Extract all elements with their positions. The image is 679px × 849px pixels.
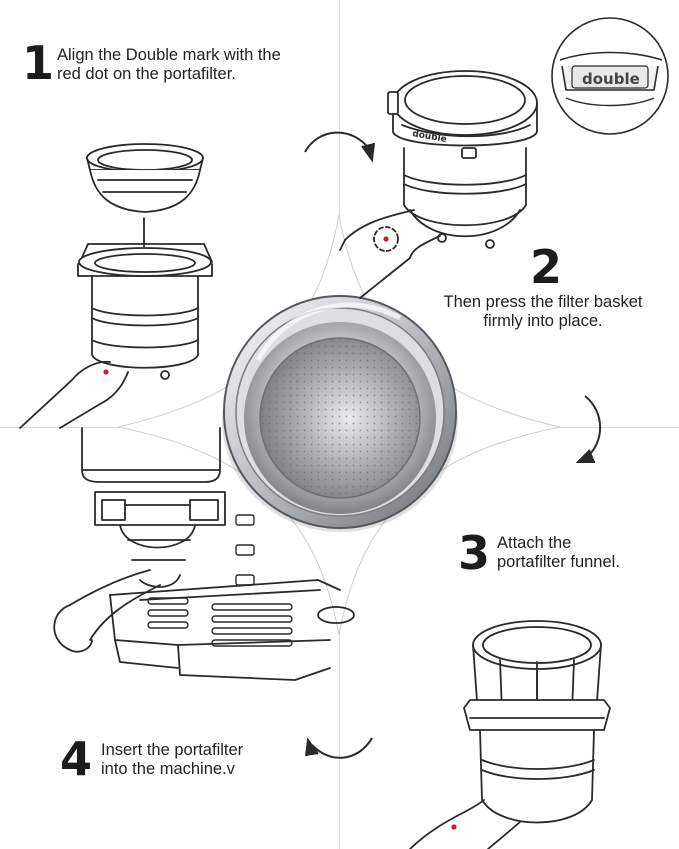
step2-illustration bbox=[339, 70, 538, 299]
step-instruction: Align the Double mark with the red dot o… bbox=[57, 46, 281, 83]
step-number: 3 bbox=[458, 526, 491, 580]
filter-basket-photo bbox=[222, 295, 458, 532]
zoom-detail-circle bbox=[551, 17, 669, 135]
step3-illustration bbox=[409, 620, 611, 849]
step-number: 1 bbox=[22, 36, 55, 90]
step4-illustration bbox=[53, 427, 355, 681]
zoom-double-mark: double bbox=[582, 70, 640, 88]
step1-illustration bbox=[19, 143, 213, 429]
step-arrow-3-to-4 bbox=[305, 737, 373, 759]
step-arrow-1-to-2 bbox=[304, 131, 375, 163]
step-number: 4 bbox=[60, 732, 93, 786]
step-number: 2 bbox=[530, 240, 563, 294]
step-arrow-2-to-3 bbox=[575, 395, 601, 463]
step-instruction: Insert the portafilter into the machine.… bbox=[101, 741, 244, 778]
step-instruction: Attach the portafilter funnel. bbox=[497, 534, 620, 571]
step-instruction: Then press the filter basket firmly into… bbox=[443, 293, 643, 330]
